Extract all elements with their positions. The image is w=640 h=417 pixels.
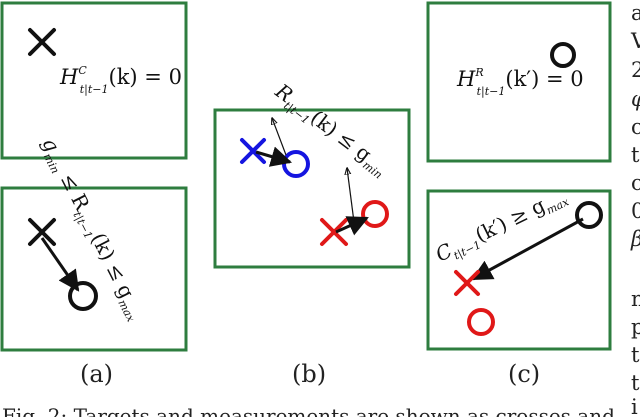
panel-a-slanted-formula: gmin ≤ Rt|t−1(k) ≤ gmax — [34, 133, 150, 325]
side-text-line: i — [631, 395, 638, 417]
side-text-line: t — [631, 343, 640, 367]
circle-marker — [282, 150, 310, 178]
panel-b-box — [213, 108, 411, 269]
side-text-line: 0 — [631, 199, 640, 223]
side-text-line: a — [631, 1, 640, 25]
cross-marker — [28, 218, 56, 246]
association-arrow — [40, 237, 80, 292]
panel-a-top-box — [0, 1, 188, 160]
panel-b-label: (b) — [292, 360, 326, 388]
panel-a-bottom-box — [0, 186, 188, 352]
association-arrow — [335, 216, 369, 236]
side-text-line: β — [630, 227, 640, 251]
panel-b: Rt|t−1(k) ≤ gmin (b) — [213, 78, 411, 388]
cross-marker — [28, 28, 56, 56]
side-text-line: t — [631, 371, 640, 395]
side-text-line: p — [631, 315, 640, 339]
side-text-line: φ — [631, 87, 640, 111]
side-text-line: 2 — [631, 58, 640, 82]
side-text-column: a V 2 φ c t c 0 β n p t t i — [630, 1, 640, 417]
circle-marker — [68, 281, 98, 311]
panel-c-label: (c) — [508, 360, 540, 388]
circle-marker — [361, 200, 389, 228]
cross-marker — [454, 270, 480, 296]
side-text-line: n — [631, 287, 640, 311]
panel-b-slanted-formula: Rt|t−1(k) ≤ gmin — [268, 78, 393, 182]
panel-c-bottom-box — [426, 189, 612, 351]
panel-c-slanted-formula: Ct|t−1(k′) ≥ gmax — [432, 182, 572, 270]
side-text-line: V — [630, 29, 640, 53]
association-arrow — [471, 217, 584, 281]
gate-arrow — [272, 118, 287, 156]
circle-marker — [467, 308, 495, 336]
panel-c-top-box — [426, 1, 612, 163]
circle-marker — [575, 201, 603, 229]
panel-a-label: (a) — [80, 360, 113, 388]
side-text-line: c — [631, 115, 640, 139]
side-text-line: c — [631, 171, 640, 195]
cross-marker — [320, 218, 348, 246]
gate-arrow — [347, 168, 355, 223]
side-text-line: t — [631, 143, 640, 167]
circle-marker — [550, 42, 576, 68]
association-arrow — [255, 146, 293, 167]
cross-marker — [240, 138, 266, 164]
figure-caption: Fig. 2: Targets and measurements are sho… — [2, 404, 615, 417]
